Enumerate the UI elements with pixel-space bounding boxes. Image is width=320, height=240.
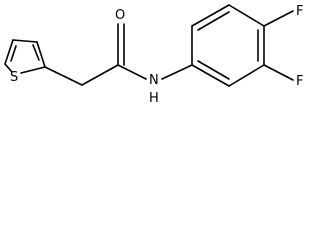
bond-c6-c1-inner — [197, 60, 230, 80]
atom-labels: S O N H F F — [10, 4, 303, 106]
bond-c3-c4 — [12, 39, 38, 43]
molecule-structure: S O N H F F — [4, 4, 303, 106]
bond-c6-c1 — [191, 64, 230, 87]
bond-c5-f — [263, 64, 294, 81]
bond-c2-c3-inner — [32, 44, 40, 61]
nitrogen-label: N — [149, 73, 159, 88]
structure-diagram: S O N H F F — [0, 0, 318, 108]
bond-c4-f — [263, 10, 294, 27]
oxygen-label: O — [115, 8, 125, 23]
difluorophenyl-ring — [161, 4, 294, 87]
bond-carbonyl-n — [117, 64, 147, 80]
fluorine-bottom-label: F — [296, 74, 303, 89]
thiophene-ring — [4, 39, 46, 74]
sulfur-label: S — [10, 70, 18, 85]
bond-s-c2 — [20, 66, 46, 74]
acetamide-linker — [44, 23, 147, 86]
bond-c2-c3 — [36, 41, 46, 68]
bond-n-c1 — [161, 64, 193, 80]
bond-c2-c3-inner — [197, 11, 230, 31]
bond-c2-ch2 — [44, 66, 83, 86]
bond-ch2-carbonyl — [81, 64, 119, 86]
bond-c3-c4 — [228, 4, 265, 27]
bond-c2-c3 — [191, 4, 230, 27]
fluorine-top-label: F — [296, 4, 303, 19]
bond-c5-c6 — [228, 64, 265, 87]
bond-c4-c5-inner — [10, 45, 17, 62]
hydrogen-label: H — [149, 91, 159, 106]
bond-c5-s — [4, 63, 13, 73]
bond-c4-c5 — [4, 39, 14, 65]
